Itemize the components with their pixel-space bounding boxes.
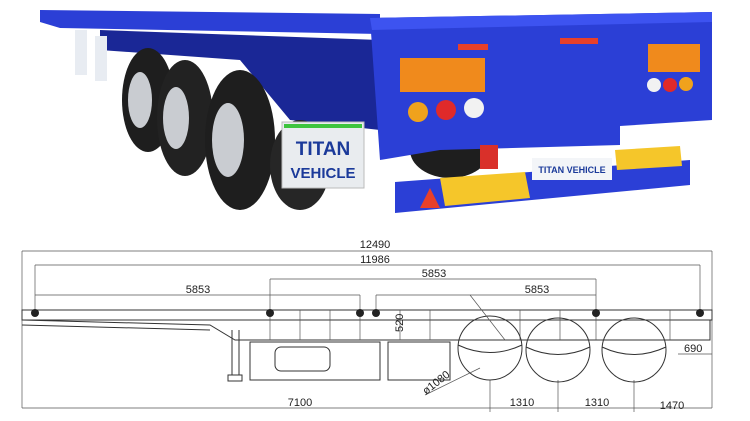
mudflap: TITAN VEHICLE (281, 121, 365, 189)
dim-kingpin-to-axle: 7100 (288, 397, 312, 409)
trailer-photo: TITAN VEHICLE TITAN VEHICLE (40, 10, 712, 213)
rear-panel (370, 12, 712, 160)
dim-axle-spacing-2: 1310 (585, 397, 609, 409)
dim-rear-overhang: 1470 (660, 400, 684, 412)
license-light (480, 145, 498, 169)
side-deck-rail (40, 10, 380, 34)
dim-axle-spacing-1: 1310 (510, 397, 534, 409)
twist-locks (31, 309, 704, 317)
technical-drawing: 12490 11986 5853 5853 5853 520 690 ø1080… (21, 239, 713, 412)
side-reflector (95, 36, 107, 81)
reflector-strip (560, 38, 598, 44)
chassis-side (100, 30, 380, 130)
dim-wheel-diameter: ø1080 (420, 369, 452, 398)
dim-rear-height: 690 (684, 343, 702, 355)
bumper-brand: TITAN VEHICLE (538, 165, 605, 175)
rear-top-edge (370, 12, 712, 30)
side-reflector (75, 30, 87, 75)
dim-lock-spacing-left: 5853 (186, 284, 210, 296)
mudflap-brand-line1: TITAN (296, 139, 351, 160)
wheels (424, 294, 667, 396)
rear-lights-left (400, 58, 485, 122)
mudflap-brand-line2: VEHICLE (290, 165, 355, 182)
cross-members (269, 310, 671, 340)
dim-frame-height: 520 (394, 314, 406, 332)
dim-overall-length: 12490 (360, 239, 391, 251)
dim-deck-length: 11986 (360, 254, 390, 266)
trailer-frame (21, 309, 713, 382)
dim-lock-spacing-right: 5853 (525, 284, 549, 296)
reflector-strip (458, 44, 488, 50)
rear-bumper: TITAN VEHICLE (395, 146, 690, 213)
dim-lock-spacing-middle: 5853 (422, 268, 446, 280)
rear-lights-right (647, 44, 700, 92)
